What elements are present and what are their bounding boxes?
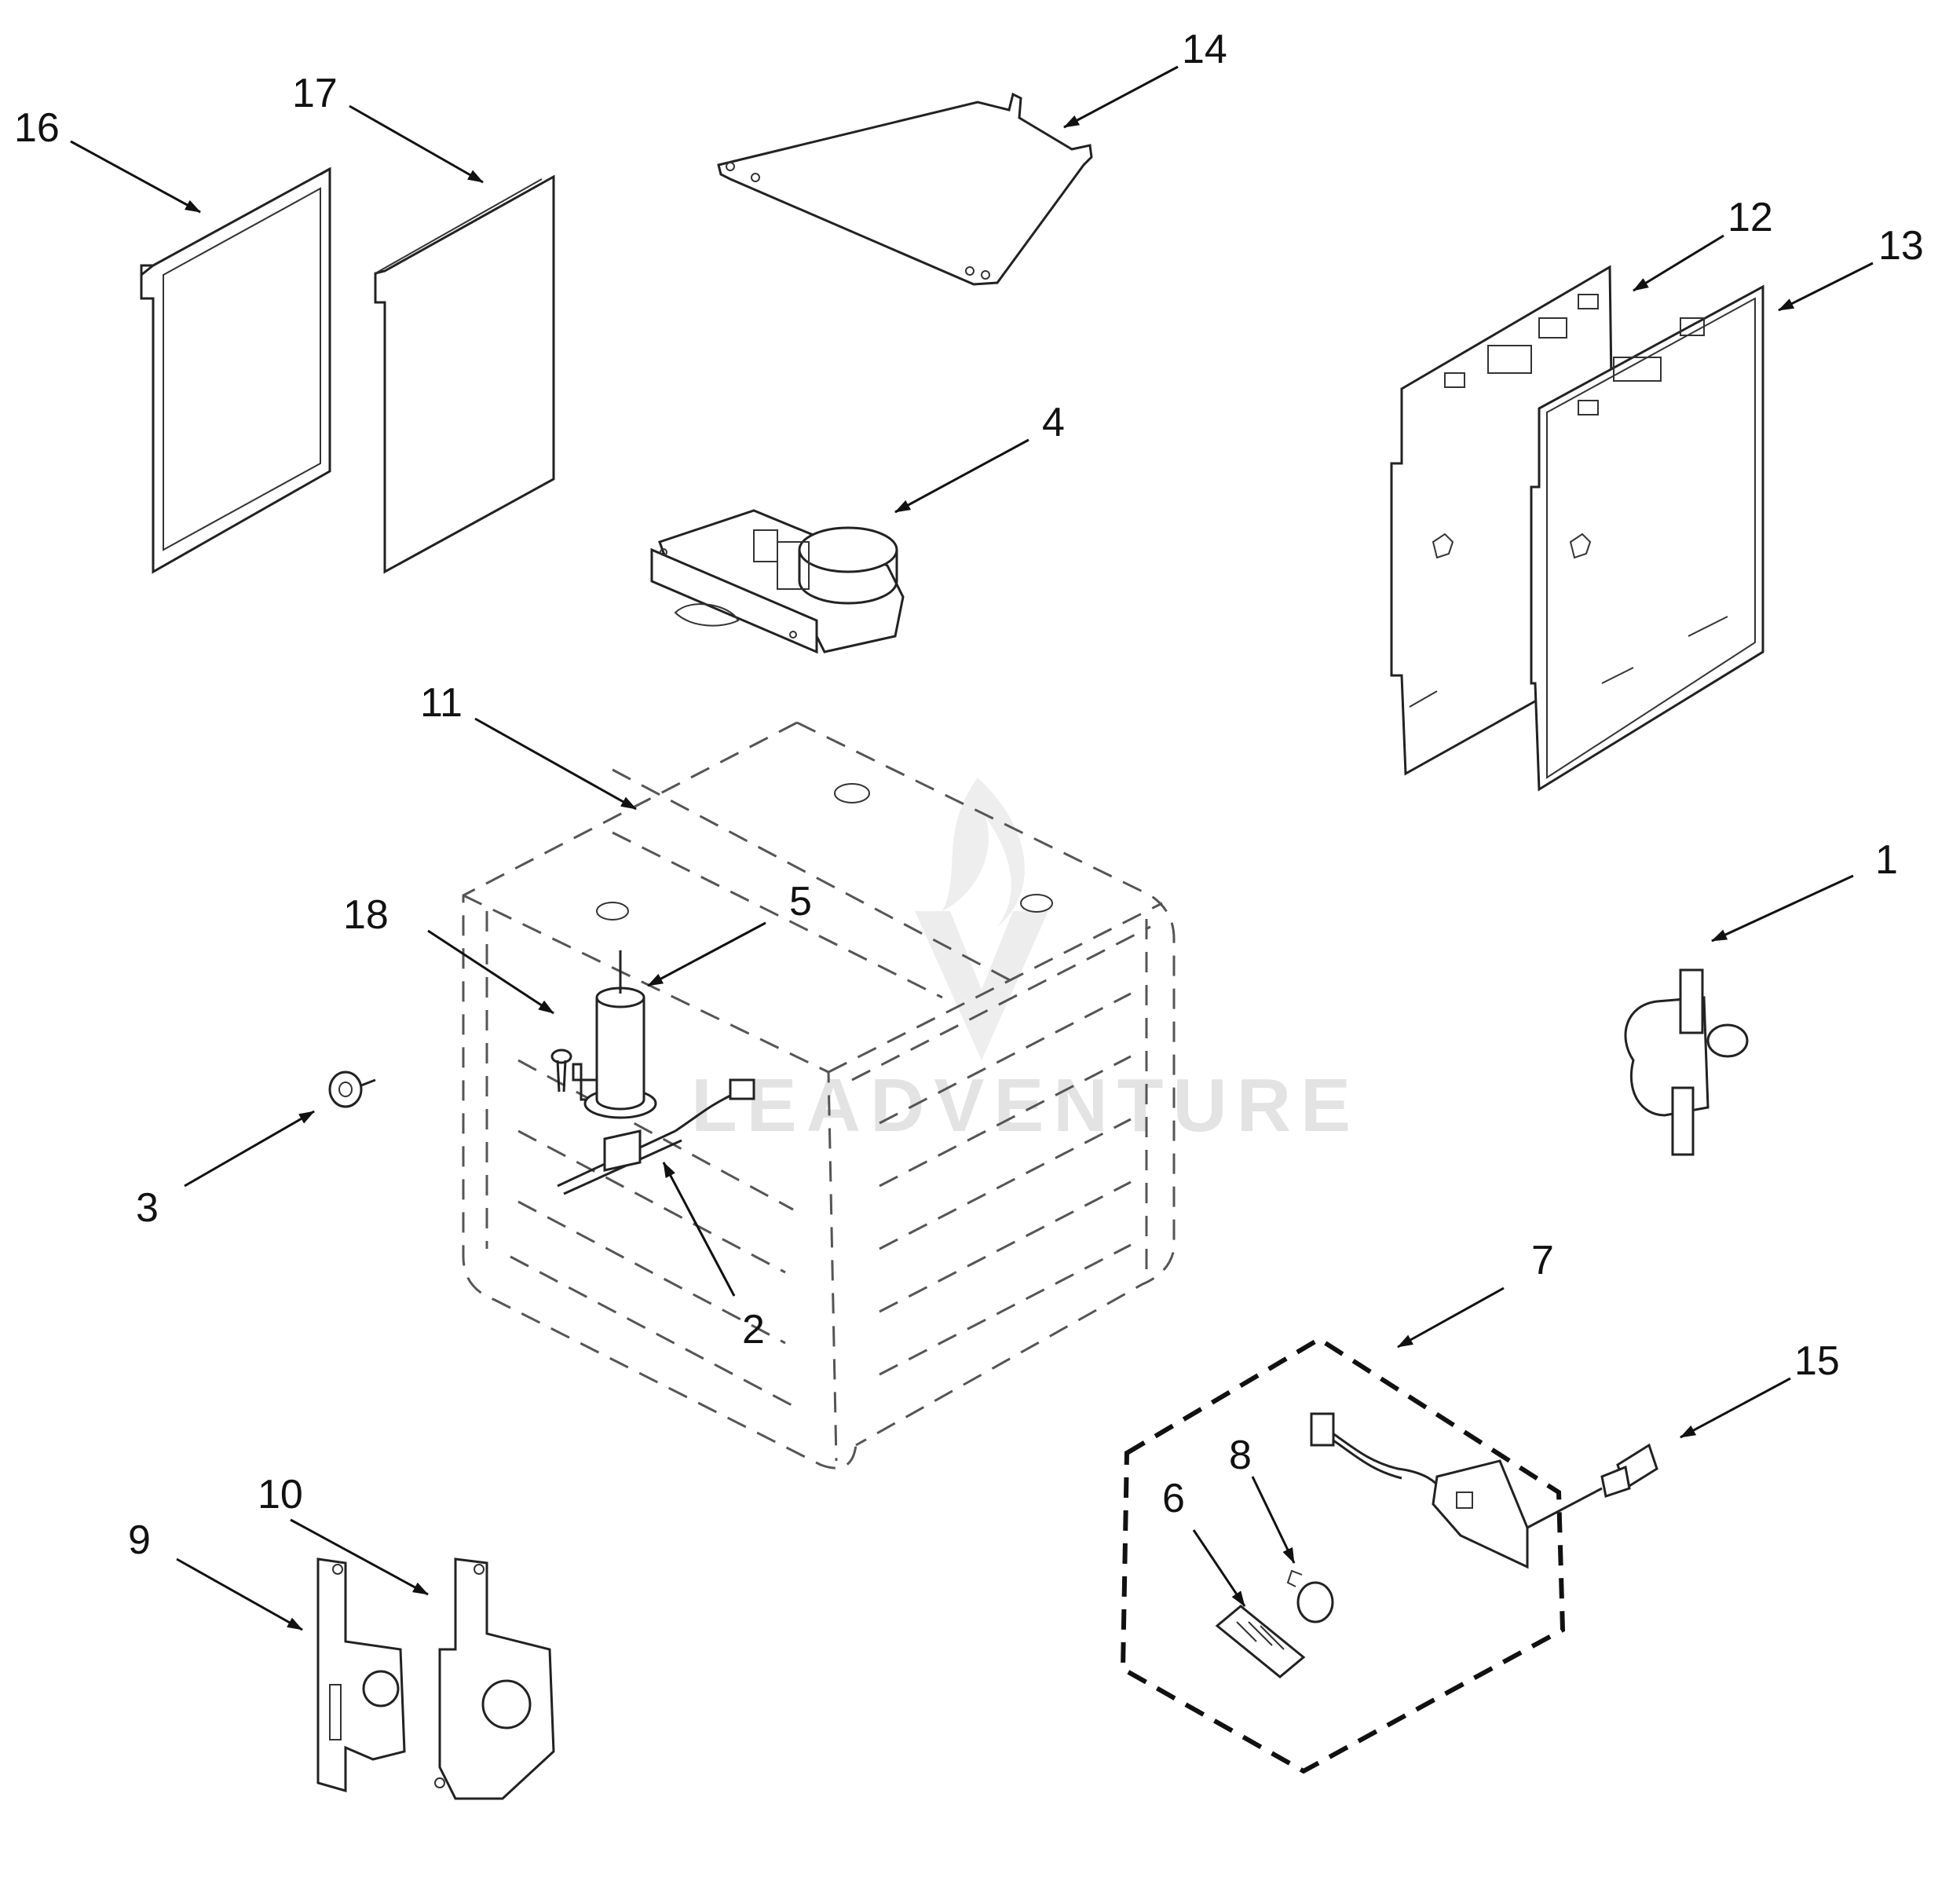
leader-12 [1633, 234, 1724, 292]
part-9-hinge [316, 1557, 406, 1792]
part-1-switch [1624, 968, 1749, 1156]
part-15-screw [1600, 1443, 1658, 1498]
part-3-bumper [328, 1071, 376, 1108]
callout-4: 4 [1042, 400, 1065, 445]
leader-17 [349, 104, 484, 184]
leader-arrows [70, 65, 1874, 1631]
leader-10 [290, 1518, 429, 1596]
leader-5 [647, 921, 766, 987]
callout-labels: 16 17 14 4 12 13 11 1 5 18 3 2 7 15 8 6 … [14, 27, 1924, 1563]
leader-1 [1711, 874, 1854, 942]
callout-9: 9 [128, 1517, 151, 1563]
part-4-motor-assembly [650, 509, 905, 654]
callout-1: 1 [1875, 837, 1898, 883]
leader-9 [176, 1557, 303, 1631]
part-13-back-panel [1530, 284, 1764, 792]
callout-18: 18 [343, 892, 389, 938]
callout-3: 3 [136, 1185, 159, 1231]
flame-logo-icon [915, 778, 1048, 1060]
leader-15 [1680, 1377, 1791, 1439]
callout-13: 13 [1878, 223, 1924, 269]
leader-8 [1251, 1476, 1296, 1564]
callout-5: 5 [789, 879, 812, 924]
leader-14 [1063, 65, 1179, 129]
callout-8: 8 [1229, 1433, 1252, 1478]
part-5-igniter [572, 950, 657, 1119]
callout-7: 7 [1531, 1238, 1554, 1283]
leader-4 [894, 438, 1029, 514]
part-14-bracket-plate [717, 92, 1093, 286]
watermark: LEADVENTURE [691, 778, 1360, 1147]
callout-16: 16 [14, 105, 60, 151]
callout-12: 12 [1728, 195, 1773, 240]
part-11-oven-cavity [462, 721, 1176, 1470]
part-16-side-panel-frame [140, 167, 331, 574]
callout-6: 6 [1162, 1476, 1185, 1521]
callout-2: 2 [742, 1307, 765, 1352]
part-6-lens [1215, 1605, 1306, 1678]
part-8-bulb [1286, 1569, 1334, 1623]
watermark-text: LEADVENTURE [691, 1063, 1360, 1147]
leader-3 [184, 1110, 315, 1188]
leader-7 [1397, 1287, 1505, 1349]
part-7-light-kit [1120, 1336, 1603, 1774]
callout-17: 17 [292, 71, 338, 116]
leader-16 [70, 140, 201, 214]
part-17-side-panel [374, 174, 555, 574]
leader-11 [474, 717, 637, 811]
leader-18 [427, 929, 554, 1015]
leader-13 [1778, 262, 1874, 312]
callout-11: 11 [420, 680, 463, 726]
callout-10: 10 [258, 1472, 303, 1517]
leader-2 [662, 1162, 736, 1297]
part-10-hinge [434, 1557, 555, 1800]
part-18-screw [550, 1049, 572, 1093]
callout-15: 15 [1794, 1338, 1840, 1384]
callout-14: 14 [1182, 27, 1227, 72]
leader-6 [1192, 1529, 1246, 1607]
part-2-sensor-probe [557, 1078, 755, 1195]
